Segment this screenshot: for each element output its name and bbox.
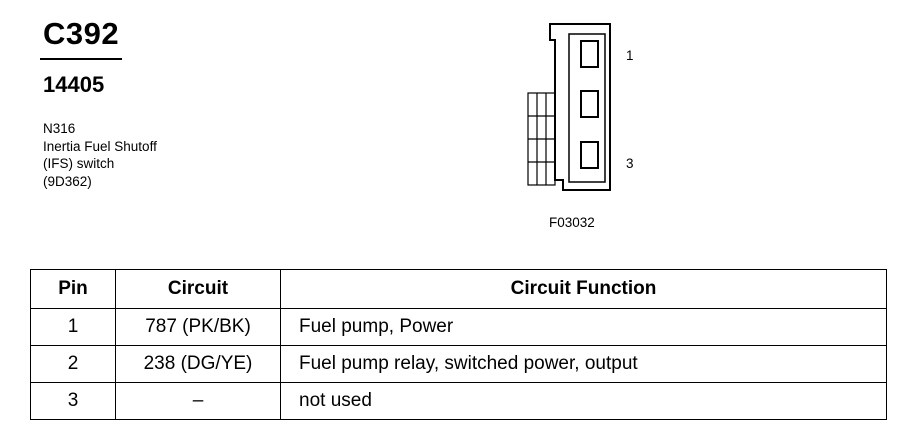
circuit-cell: – [115, 382, 281, 420]
function-cell: not used [280, 382, 887, 420]
circuit-cell: 238 (DG/YE) [115, 345, 281, 383]
component-base-part: (9D362) [43, 173, 92, 189]
pin-cell: 2 [30, 345, 116, 383]
connector-id: C392 [43, 16, 120, 51]
component-abbrev: (IFS) switch [43, 156, 115, 171]
part-number: 14405 [43, 72, 105, 97]
pin-cell: 3 [30, 382, 116, 420]
header-pin: Pin [30, 269, 116, 309]
connector-face-diagram [527, 23, 611, 191]
table-header-row: Pin Circuit Circuit Function [30, 269, 887, 309]
connector-inner-wall [568, 33, 606, 183]
header-circuit-function: Circuit Function [280, 269, 887, 309]
header-circuit: Circuit [115, 269, 281, 309]
function-cell: Fuel pump relay, switched power, output [280, 345, 887, 383]
table-row: 3 – not used [30, 382, 887, 420]
component-name: Inertia Fuel Shutoff [43, 138, 157, 154]
title-underline [40, 58, 122, 60]
pin-cavity-1 [580, 40, 599, 68]
pin-label-top: 1 [626, 48, 634, 63]
connector-housing [549, 23, 611, 191]
connector-latch-ribs [527, 92, 556, 186]
table-row: 2 238 (DG/YE) Fuel pump relay, switched … [30, 345, 887, 383]
function-cell: Fuel pump, Power [280, 308, 887, 346]
circuit-cell: 787 (PK/BK) [115, 308, 281, 346]
pin-table: Pin Circuit Circuit Function 1 787 (PK/B… [30, 269, 887, 420]
pin-label-bottom: 3 [626, 156, 634, 171]
figure-code: F03032 [549, 215, 595, 230]
table-row: 1 787 (PK/BK) Fuel pump, Power [30, 308, 887, 346]
pin-cavity-3 [580, 141, 599, 169]
component-code: N316 [43, 121, 76, 136]
component-description: N316 Inertia Fuel Shutoff (IFS) switch (… [43, 120, 157, 190]
pin-cavity-2 [580, 90, 599, 118]
pin-cell: 1 [30, 308, 116, 346]
